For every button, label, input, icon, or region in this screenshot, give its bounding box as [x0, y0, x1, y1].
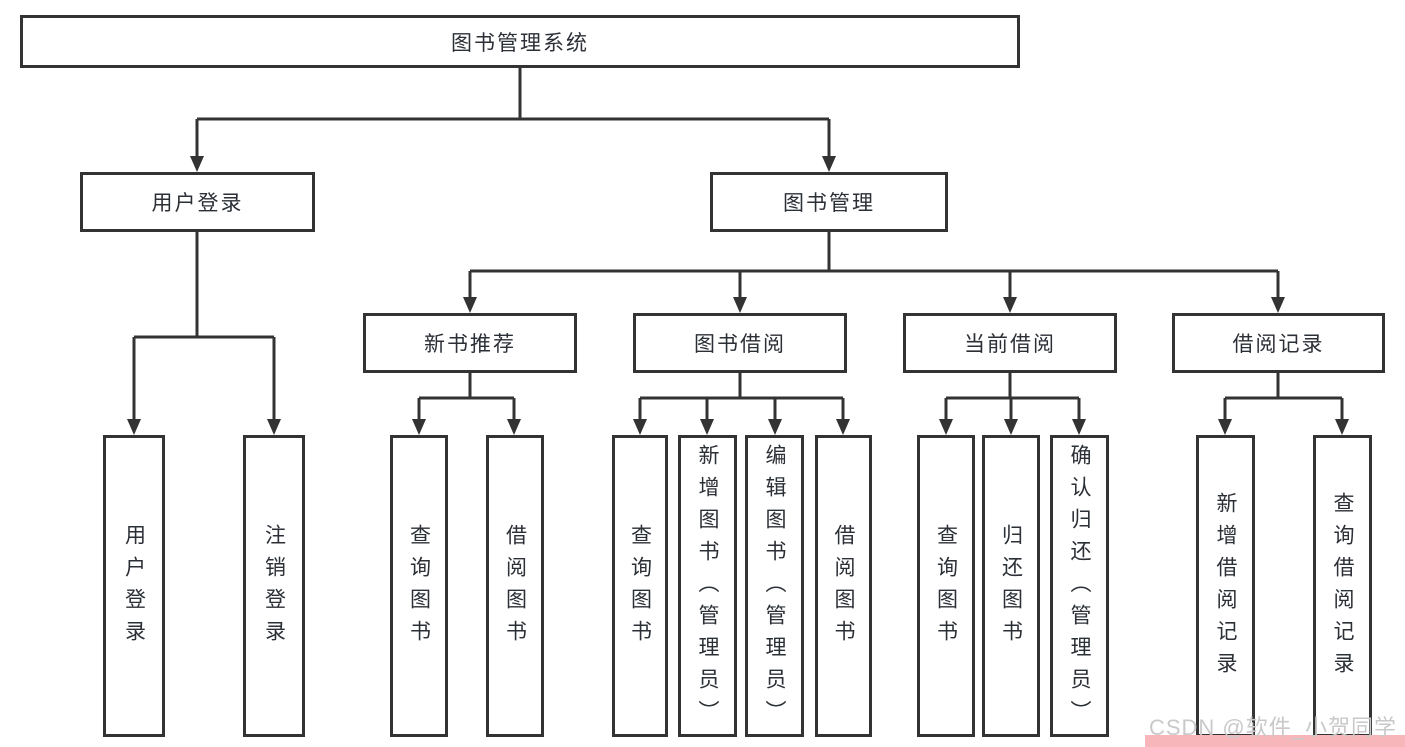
leaf-return-books: 归还图书: [982, 435, 1040, 737]
leaf-add-borrow-record: 新增借阅记录: [1196, 435, 1255, 737]
leaf-query-books-recommend: 查询图书: [390, 435, 448, 737]
leaf-confirm-return-admin: 确认归还（管理员）: [1050, 435, 1109, 737]
watermark-bar: [1145, 735, 1405, 747]
leaf-query-books-current: 查询图书: [917, 435, 975, 737]
leaf-user-login: 用户登录: [103, 435, 165, 737]
node-user-login: 用户登录: [80, 172, 315, 232]
leaf-query-borrow-record: 查询借阅记录: [1313, 435, 1372, 737]
leaf-query-books-borrow: 查询图书: [612, 435, 668, 737]
node-borrow-records: 借阅记录: [1172, 313, 1385, 373]
leaf-logout: 注销登录: [243, 435, 305, 737]
node-book-management: 图书管理: [710, 172, 948, 232]
node-new-book-recommend: 新书推荐: [363, 313, 577, 373]
leaf-borrow-books: 借阅图书: [815, 435, 872, 737]
node-root: 图书管理系统: [20, 15, 1020, 68]
node-current-borrow: 当前借阅: [903, 313, 1117, 373]
leaf-borrow-books-recommend: 借阅图书: [486, 435, 544, 737]
leaf-add-book-admin: 新增图书（管理员）: [678, 435, 737, 737]
leaf-edit-book-admin: 编辑图书（管理员）: [745, 435, 804, 737]
node-book-borrow: 图书借阅: [633, 313, 847, 373]
watermark: CSDN @软件_小贺同学: [1148, 715, 1397, 740]
